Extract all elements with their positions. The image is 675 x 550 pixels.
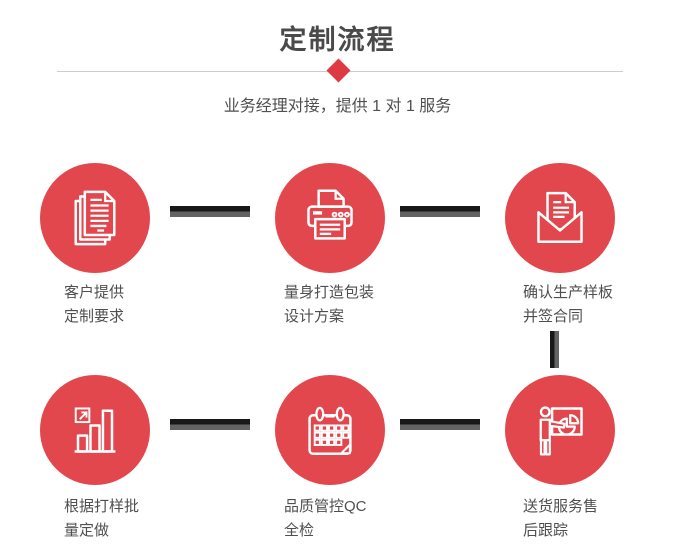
step-label-5-line2: 全检	[284, 522, 315, 539]
step-label-1-line2: 定制要求	[64, 308, 125, 325]
subtitle: 业务经理对接，提供 1 对 1 服务	[223, 98, 452, 115]
step-circle-6	[505, 375, 615, 485]
page-title: 定制流程	[279, 25, 396, 55]
connector-step2-step3	[400, 206, 480, 217]
step-circle-5	[275, 375, 385, 485]
step-label-6-line2: 后跟踪	[523, 522, 569, 539]
step-label-1-line1: 客户提供	[64, 284, 125, 301]
step-circle-1	[40, 163, 150, 273]
printer-icon	[307, 189, 353, 240]
step-label-2: 量身打造包装 设计方案	[284, 281, 374, 329]
step-label-4-line1: 根据打样批	[64, 498, 140, 515]
connector-step3-step6	[550, 331, 559, 368]
open-envelope-icon	[537, 191, 583, 244]
connector-step4-step5	[170, 419, 250, 430]
step-label-3-line1: 确认生产样板	[523, 284, 614, 301]
step-label-4-line2: 量定做	[64, 522, 110, 539]
step-label-2-line1: 量身打造包装	[284, 284, 375, 301]
calendar-icon	[308, 406, 352, 456]
step-circle-2	[275, 163, 385, 273]
presentation-icon	[539, 406, 583, 456]
step-label-6: 送货服务售 后跟踪	[523, 495, 598, 543]
step-circle-4	[40, 375, 150, 485]
step-label-6-line1: 送货服务售	[523, 498, 599, 515]
step-label-5: 品质管控QC 全检	[284, 495, 367, 543]
step-circle-3	[505, 163, 615, 273]
step-label-4: 根据打样批 量定做	[64, 495, 139, 543]
diamond-marker-icon	[326, 58, 351, 83]
stacked-documents-icon	[74, 190, 116, 246]
step-label-3-line2: 并签合同	[523, 308, 584, 325]
connector-step5-step6	[400, 419, 480, 430]
bar-chart-growth-icon	[74, 407, 116, 453]
step-label-5-line1: 品质管控QC	[284, 498, 367, 515]
connector-step1-step2	[170, 206, 250, 217]
step-label-2-line2: 设计方案	[284, 308, 345, 325]
step-label-1: 客户提供 定制要求	[64, 281, 124, 329]
step-label-3: 确认生产样板 并签合同	[523, 281, 613, 329]
